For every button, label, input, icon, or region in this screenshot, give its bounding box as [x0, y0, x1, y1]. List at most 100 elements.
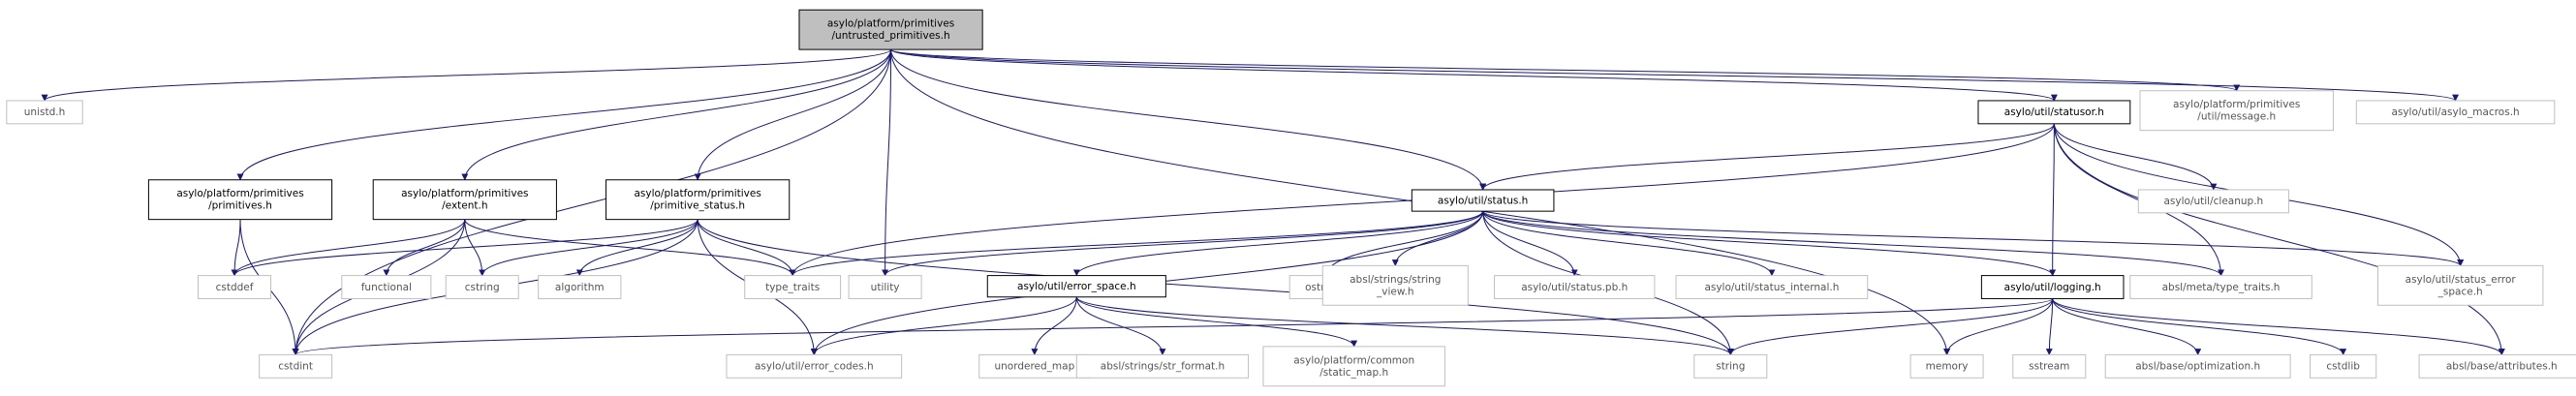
edge-root-to-unistd — [41, 48, 892, 102]
node-statusor_h-label-0: asylo/util/statusor.h — [2004, 107, 2104, 118]
node-utility: utility — [848, 275, 922, 299]
edge-root-to-status_h — [890, 49, 1487, 191]
node-str_format-label-0: absl/strings/str_format.h — [1101, 361, 1225, 373]
node-error_space_h[interactable]: asylo/util/error_space.h — [986, 275, 1166, 298]
node-error_space_h-label-0: asylo/util/error_space.h — [1017, 281, 1136, 292]
edge-status_h-to-logging_h — [1482, 210, 2057, 277]
node-type_traits-box — [744, 275, 842, 299]
edge-root-to-prim_h — [236, 49, 892, 181]
node-pstatus_h[interactable]: asylo/platform/primitives/primitive_stat… — [605, 179, 791, 221]
node-unordered_map: unordered_map — [978, 353, 1091, 379]
node-status_err_space-box — [2376, 264, 2544, 306]
edge-extent_h-to-functional — [383, 219, 466, 277]
edge-status_h-to-status_internal — [1482, 211, 1776, 277]
node-pstatus_h-label-0: asylo/platform/primitives — [634, 188, 760, 199]
node-cstddef-box — [198, 275, 272, 299]
edge-extent_h-to-type_traits — [464, 219, 796, 277]
edge-error_space_h-to-error_codes — [810, 296, 1077, 356]
node-root-label-1: /untrusted_primitives.h — [832, 30, 950, 42]
edge-logging_h-to-string — [1726, 298, 2054, 356]
edge-error_space_h-to-str_format — [1075, 296, 1166, 356]
node-string_view-label-1: _view.h — [1376, 286, 1413, 297]
edge-pstatus_h-to-string — [697, 219, 1734, 356]
node-macros_h-box — [2355, 100, 2556, 125]
node-cstring: cstring — [445, 275, 519, 299]
edge-status_h-to-meta_traits — [1482, 210, 2224, 277]
node-message_h: asylo/platform/primitives/util/message.h — [2139, 90, 2334, 132]
edge-root-to-statusor_h — [890, 48, 2058, 102]
edge-statusor_h-to-attributes — [2053, 123, 2505, 356]
node-str_format-box — [1075, 353, 1250, 379]
node-algorithm: algorithm — [538, 275, 622, 299]
node-string: string — [1693, 353, 1768, 379]
node-prim_h[interactable]: asylo/platform/primitives/primitives.h — [147, 179, 333, 221]
edge-status_h-to-string_view — [1391, 211, 1484, 267]
node-prim_h-box — [147, 179, 333, 221]
node-pstatus_h-label-1: /primitive_status.h — [650, 200, 745, 212]
edge-pstatus_h-to-algorithm — [575, 219, 698, 277]
edge-pstatus_h-to-cstring — [479, 219, 698, 277]
edge-extent_h-to-cstddef — [231, 219, 466, 277]
node-error_codes: asylo/util/error_codes.h — [726, 353, 903, 379]
node-static_map-label-0: asylo/platform/common — [1293, 354, 1414, 366]
node-status_pb: asylo/util/status.pb.h — [1494, 275, 1656, 299]
edge-logging_h-to-optimization — [2052, 298, 2202, 356]
edge-statusor_h-to-status_h — [1479, 123, 2055, 191]
node-functional: functional — [341, 275, 432, 299]
node-attributes: absl/base/attributes.h — [2418, 353, 2576, 379]
node-extent_h[interactable]: asylo/platform/primitives/extent.h — [372, 179, 557, 221]
node-sstream-label-0: sstream — [2029, 361, 2069, 373]
node-meta_traits-label-0: absl/meta/type_traits.h — [2162, 282, 2281, 293]
node-static_map: asylo/platform/common/static_map.h — [1262, 346, 1445, 387]
node-cstring-label-0: cstring — [465, 282, 500, 293]
node-statusor_h[interactable]: asylo/util/statusor.h — [1977, 100, 2131, 125]
node-logging_h[interactable]: asylo/util/logging.h — [1980, 275, 2125, 299]
edge-statusor_h-to-meta_traits — [2053, 123, 2225, 277]
node-root-box — [798, 9, 983, 50]
node-prim_h-label-1: /primitives.h — [208, 200, 272, 212]
node-optimization: absl/base/optimization.h — [2104, 353, 2291, 379]
node-algorithm-box — [538, 275, 622, 299]
edge-error_space_h-to-static_map — [1075, 296, 1358, 348]
node-message_h-label-1: /util/message.h — [2197, 111, 2276, 123]
edge-root-to-message_h — [890, 48, 2240, 92]
edge-error_space_h-to-unordered_map — [1031, 296, 1077, 356]
node-utility-box — [848, 275, 922, 299]
node-type_traits: type_traits — [744, 275, 842, 299]
node-optimization-label-0: absl/base/optimization.h — [2135, 361, 2260, 373]
node-attributes-box — [2418, 353, 2576, 379]
node-root-label-0: asylo/platform/primitives — [827, 18, 954, 30]
node-cstdint-label-0: cstdint — [278, 361, 313, 373]
node-utility-label-0: utility — [871, 282, 900, 293]
edge-root-to-cstdint — [292, 49, 892, 356]
node-algorithm-label-0: algorithm — [555, 282, 605, 293]
edge-logging_h-to-cstdlib — [2052, 298, 2347, 356]
node-status_pb-box — [1494, 275, 1656, 299]
edge-status_h-to-error_space_h — [1072, 210, 1484, 277]
node-unistd-box — [6, 100, 83, 125]
edge-logging_h-to-memory — [1943, 298, 2054, 356]
node-string_view-box — [1321, 264, 1469, 306]
node-sstream: sstream — [2012, 353, 2087, 379]
edge-status_h-to-status_err_space — [1482, 210, 2464, 267]
node-cstdlib: cstdlib — [2310, 353, 2377, 379]
node-status_h-label-0: asylo/util/status.h — [1438, 195, 1528, 206]
edge-logging_h-to-attributes — [2052, 298, 2505, 356]
edge-status_h-to-ostream — [1322, 211, 1484, 277]
edge-statusor_h-to-logging_h — [2049, 123, 2057, 277]
node-root: asylo/platform/primitives/untrusted_prim… — [798, 9, 983, 50]
node-string_view-label-0: absl/strings/string — [1350, 274, 1441, 286]
node-status_internal-label-0: asylo/util/status_internal.h — [1704, 282, 1839, 293]
edge-root-to-utility — [882, 49, 892, 277]
node-static_map-label-1: /static_map.h — [1319, 367, 1388, 379]
node-cstddef: cstddef — [198, 275, 272, 299]
node-unordered_map-label-0: unordered_map — [994, 361, 1074, 373]
node-status_pb-label-0: asylo/util/status.pb.h — [1521, 282, 1628, 293]
edge-status_h-to-type_traits — [789, 210, 1484, 277]
edge-root-to-macros_h — [890, 48, 2459, 102]
node-cstdint-box — [259, 353, 333, 379]
node-status_h[interactable]: asylo/util/status.h — [1411, 189, 1555, 212]
node-functional-box — [341, 275, 432, 299]
node-message_h-label-0: asylo/platform/primitives — [2173, 99, 2300, 110]
